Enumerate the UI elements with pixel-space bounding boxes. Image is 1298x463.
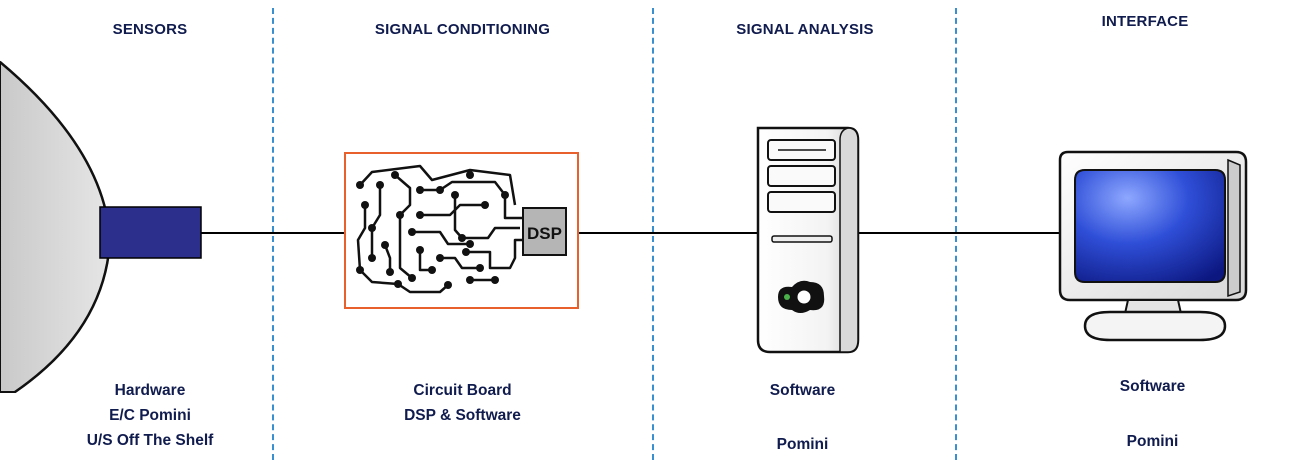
analysis-label-2: Pomini [776,436,829,453]
analysis-label-1: Software [769,382,836,399]
sensors-label-1: Hardware [114,382,186,399]
circuit-board-pads [356,171,509,289]
roll-shape [0,60,112,393]
monitor-icon [1058,150,1248,342]
heading-signal-analysis: SIGNAL ANALYSIS [736,21,874,38]
sensor-block [99,206,202,259]
heading-interface: INTERFACE [1101,13,1189,30]
dsp-chip-label: DSP [527,224,562,243]
heading-sensors: SENSORS [112,21,188,38]
interface-label-1: Software [1119,378,1186,395]
dsp-chip-icon [522,207,567,256]
sensors-label-3: U/S Off The Shelf [86,432,214,449]
heading-signal-conditioning: SIGNAL CONDITIONING [374,21,551,38]
conditioning-label-2: DSP & Software [404,407,521,424]
computer-tower-icon [756,126,860,354]
monitor-screen [1074,169,1226,283]
interface-label-2: Pomini [1126,433,1179,450]
conditioning-label-1: Circuit Board [413,382,512,399]
sensors-label-2: E/C Pomini [109,407,191,424]
